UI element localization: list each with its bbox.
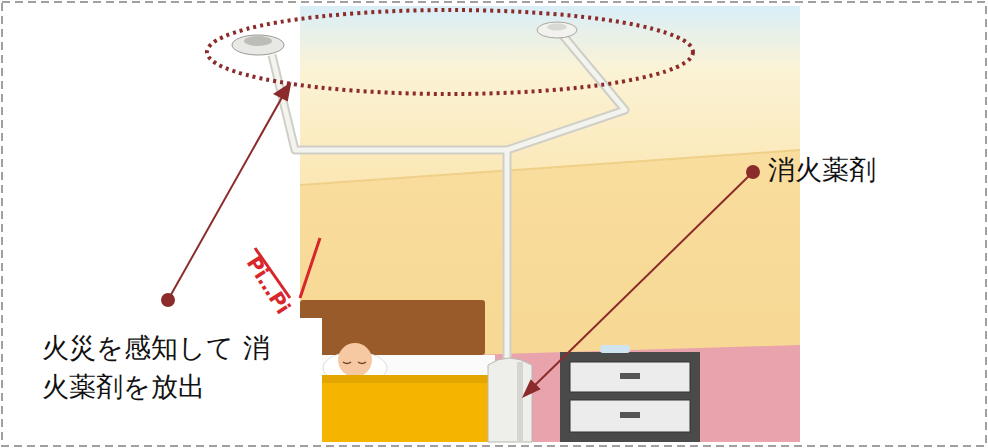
callout-label: 火災を感知して 消火薬剤を放出 bbox=[42, 328, 272, 406]
callout-label: 消火薬剤 bbox=[768, 150, 876, 189]
alarm-sound: Pi…Pi bbox=[242, 252, 296, 318]
